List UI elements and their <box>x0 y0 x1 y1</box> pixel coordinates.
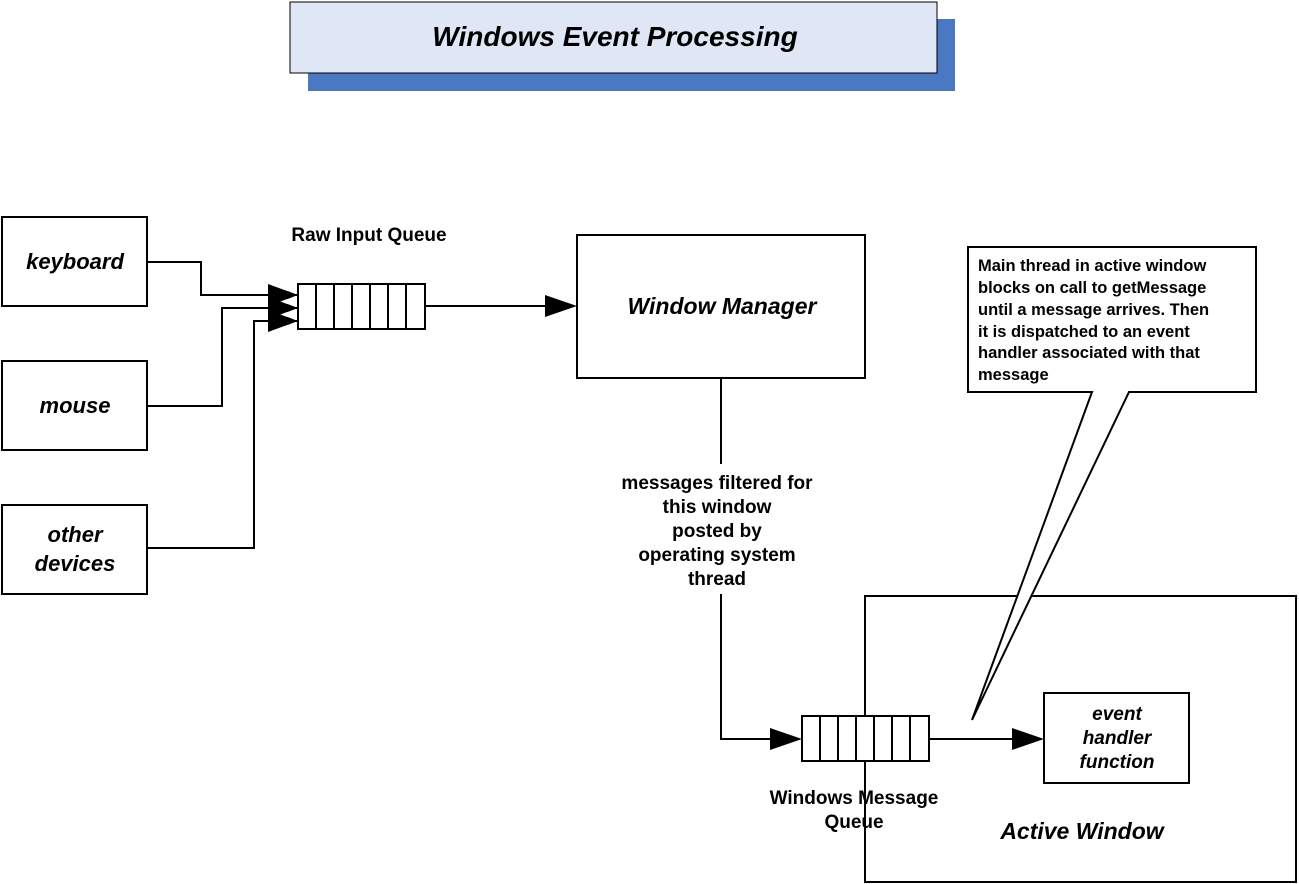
callout-line4: it is dispatched to an event <box>978 323 1190 341</box>
filter-note-line2: this window <box>663 497 772 518</box>
other-devices-label-line1: other <box>48 522 104 547</box>
queue-to-manager-arrow <box>425 295 577 317</box>
callout-line6: message <box>978 366 1049 384</box>
filter-note-line4: operating system <box>638 545 795 566</box>
other-devices-box: other devices <box>1 504 148 595</box>
manager-to-message-queue-connector <box>720 378 776 740</box>
filter-note: messages filtered for this window posted… <box>621 473 813 590</box>
event-handler-box: event handler function <box>1043 692 1190 784</box>
mouse-connector <box>147 304 298 407</box>
message-queue-label-line2: Queue <box>824 812 883 833</box>
queue-to-handler-arrow <box>929 728 1044 750</box>
keyboard-box: keyboard <box>1 216 148 307</box>
event-handler-line3: function <box>1080 752 1155 773</box>
callout-line2: blocks on call to getMessage <box>978 279 1206 297</box>
active-window-label: Active Window <box>999 818 1165 844</box>
message-queue-arrowhead <box>770 728 802 750</box>
raw-input-queue: Raw Input Queue <box>291 225 447 330</box>
filter-note-line5: thread <box>688 569 746 590</box>
filter-note-line1: messages filtered for <box>621 473 813 494</box>
event-handler-line2: handler <box>1083 728 1153 749</box>
callout-line5: handler associated with that <box>978 344 1200 362</box>
message-queue-label-line1: Windows Message <box>770 788 939 809</box>
mouse-label: mouse <box>40 393 111 418</box>
event-handler-line1: event <box>1092 704 1142 725</box>
callout-line1: Main thread in active window <box>978 257 1206 275</box>
input-arrowheads <box>268 284 298 332</box>
other-devices-label-line2: devices <box>35 551 116 576</box>
keyboard-label: keyboard <box>26 249 124 274</box>
title-banner: Windows Event Processing <box>289 1 955 91</box>
window-manager-label: Window Manager <box>628 293 818 319</box>
page-title: Windows Event Processing <box>432 21 797 52</box>
title-box <box>289 1 938 74</box>
window-manager-box: Window Manager <box>576 234 866 379</box>
callout-line3: until a message arrives. Then <box>978 301 1209 319</box>
mouse-box: mouse <box>1 360 148 451</box>
raw-input-queue-label: Raw Input Queue <box>291 225 446 246</box>
windows-message-queue: Windows Message Queue <box>770 715 939 833</box>
filter-note-line3: posted by <box>672 521 762 542</box>
callout-note: Main thread in active window blocks on c… <box>967 246 1257 721</box>
keyboard-connector <box>147 261 298 299</box>
